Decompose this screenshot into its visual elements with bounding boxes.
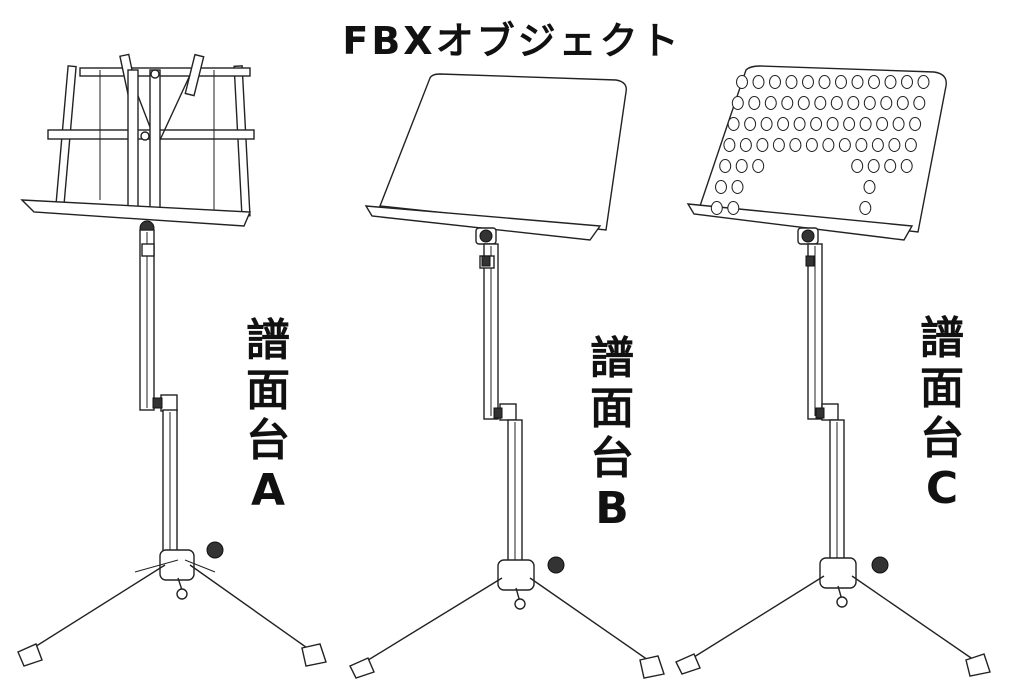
stand-a-tripod: [17, 541, 327, 667]
perforation-hole: [727, 117, 740, 131]
perforation-hole: [723, 138, 736, 152]
stand-a-label-char: 面: [246, 365, 290, 416]
perforation-hole: [752, 75, 765, 89]
stand-b-tripod: [349, 556, 665, 679]
perforation-hole: [727, 201, 740, 215]
perforation-hole: [851, 75, 864, 89]
perforation-hole: [781, 96, 794, 110]
perforation-hole: [793, 117, 806, 131]
perforation-hole: [830, 96, 843, 110]
perforation-hole: [710, 201, 723, 215]
perforation-hole: [769, 75, 781, 89]
perforation-hole: [739, 138, 752, 152]
perforation-hole: [731, 96, 744, 110]
stand-a-label-char: A: [250, 465, 286, 516]
stand-a-label-char: 譜: [246, 315, 290, 366]
perforation-hole: [896, 96, 909, 110]
perforation-hole: [909, 117, 922, 131]
stand-c-label-char: 台: [920, 413, 964, 464]
perforation-hole: [838, 138, 851, 152]
stand-a-desk: [20, 53, 255, 236]
perforation-hole: [867, 159, 880, 173]
perforation-hole: [884, 75, 897, 89]
perforation-hole: [871, 138, 884, 152]
perforation-hole: [818, 75, 831, 89]
stand-b-label-char: 台: [590, 433, 634, 484]
stand-a-label-char: 台: [246, 415, 290, 466]
perforation-hole: [888, 138, 901, 152]
perforation-hole: [744, 117, 757, 131]
perforation-hole: [810, 117, 823, 131]
stand-c-perforations: [710, 75, 930, 215]
perforation-hole: [736, 75, 748, 89]
perforation-hole: [805, 138, 818, 152]
perforation-hole: [876, 117, 889, 131]
perforation-hole: [884, 159, 897, 173]
perforation-hole: [900, 159, 913, 173]
perforation-hole: [913, 96, 926, 110]
perforation-hole: [789, 138, 802, 152]
stand-b-post: [479, 243, 523, 566]
stand-c-label-char: C: [925, 463, 959, 514]
perforation-hole: [904, 138, 917, 152]
stand-b-desk: [364, 73, 627, 245]
perforation-hole: [892, 117, 905, 131]
perforation-hole: [863, 96, 876, 110]
perforation-hole: [843, 117, 856, 131]
stand-a-label: 譜 面 台 A: [240, 316, 296, 516]
page-title: FBXオブジェクト: [342, 19, 682, 63]
stand-b-label-char: 譜: [590, 333, 634, 384]
perforation-hole: [764, 96, 777, 110]
stand-b-label-char: 面: [590, 383, 634, 434]
perforation-hole: [802, 75, 814, 89]
stand-c-post: [805, 243, 845, 566]
perforation-hole: [847, 96, 860, 110]
stand-c-desk: [686, 65, 947, 245]
perforation-hole: [835, 75, 847, 89]
perforation-hole: [748, 96, 761, 110]
perforation-hole: [863, 180, 876, 194]
perforation-hole: [859, 201, 872, 215]
stand-b-label: 譜 面 台 B: [584, 334, 640, 534]
perforation-hole: [859, 117, 872, 131]
perforation-hole: [756, 138, 769, 152]
perforation-hole: [785, 75, 798, 89]
perforation-hole: [880, 96, 893, 110]
perforation-hole: [772, 138, 785, 152]
perforation-hole: [719, 159, 732, 173]
stand-c-label-char: 譜: [920, 313, 964, 364]
stand-c-label-char: 面: [920, 363, 964, 414]
perforation-hole: [777, 117, 790, 131]
perforation-hole: [822, 138, 835, 152]
perforation-hole: [814, 96, 827, 110]
perforation-hole: [917, 75, 930, 89]
perforation-hole: [760, 117, 773, 131]
perforation-hole: [826, 117, 839, 131]
perforation-hole: [851, 159, 864, 173]
perforation-hole: [797, 96, 810, 110]
perforation-hole: [901, 75, 913, 89]
perforation-hole: [868, 75, 880, 89]
perforation-hole: [731, 180, 744, 194]
perforation-hole: [735, 159, 748, 173]
stand-b-label-char: B: [595, 483, 629, 534]
stand-a-post: [139, 229, 178, 561]
perforation-hole: [715, 180, 727, 194]
perforation-hole: [855, 138, 868, 152]
stand-c-label: 譜 面 台 C: [914, 314, 970, 514]
perforation-hole: [752, 159, 765, 173]
stand-c-tripod: [675, 556, 991, 677]
